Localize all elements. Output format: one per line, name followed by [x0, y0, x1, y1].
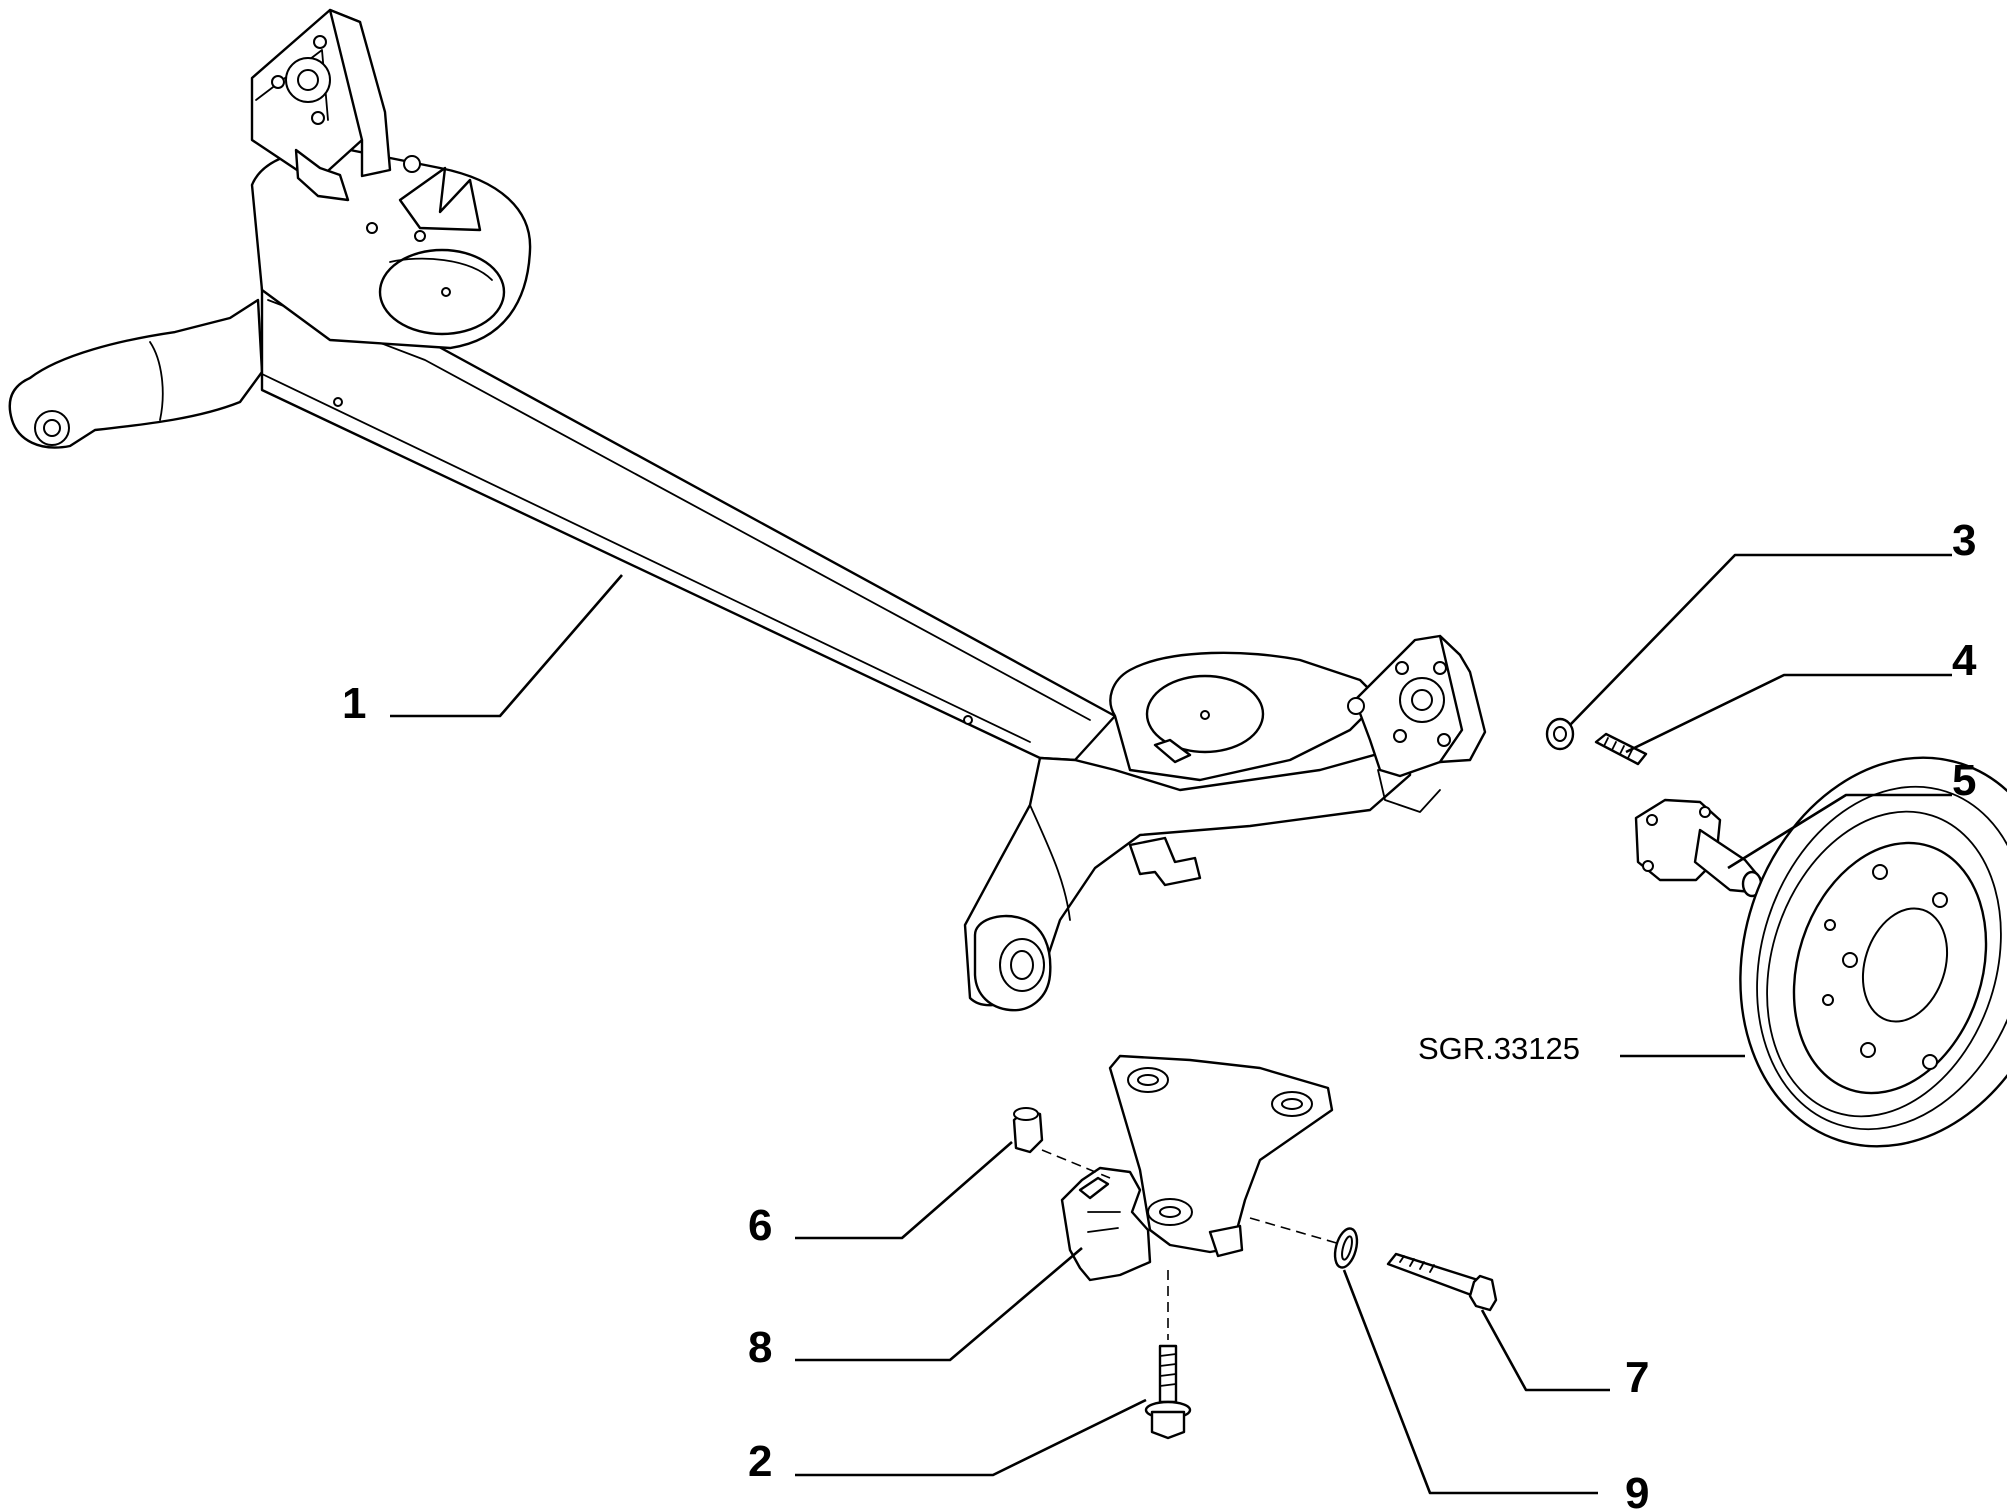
leader-3 — [1569, 553, 1952, 726]
flanged-bolt — [1144, 1344, 1192, 1440]
assembly-lines — [1041, 1149, 1341, 1340]
rear-axle-beam — [8, 8, 1487, 1012]
wheel-stud — [1594, 732, 1648, 766]
hub-nut — [1545, 717, 1575, 751]
brake-drum — [1739, 756, 2007, 1148]
bracket-nut — [1012, 1107, 1044, 1154]
leader-4 — [1625, 673, 1952, 754]
brake-pipe-bracket — [1060, 1054, 1334, 1282]
callout-6-label: 6 — [748, 1201, 772, 1250]
callout-8-label: 8 — [748, 1323, 772, 1372]
callout-2-label: 2 — [748, 1437, 772, 1486]
callout-4-label: 4 — [1952, 636, 1977, 685]
leader-1 — [390, 574, 623, 718]
callout-9-label: 9 — [1625, 1469, 1649, 1510]
callout-1-label: 1 — [342, 679, 366, 728]
reference-code: SGR.33125 — [1418, 1031, 1580, 1066]
stub-axle — [1634, 798, 1763, 898]
bracket-bolt — [1386, 1252, 1498, 1312]
leader-9 — [1342, 1269, 1598, 1495]
callout-3-label: 3 — [1952, 516, 1976, 565]
leader-7 — [1480, 1309, 1610, 1392]
leader-5 — [1727, 793, 1952, 870]
leader-2 — [795, 1398, 1147, 1477]
leader-8 — [795, 1247, 1083, 1362]
leader-6 — [795, 1141, 1013, 1240]
callout-7-label: 7 — [1625, 1353, 1649, 1402]
leader-lines — [390, 553, 1952, 1495]
callout-5-label: 5 — [1952, 756, 1976, 805]
callout-labels: 1 2 3 4 5 6 7 8 9 SGR.33125 — [342, 516, 1977, 1510]
washer — [1333, 1227, 1359, 1269]
